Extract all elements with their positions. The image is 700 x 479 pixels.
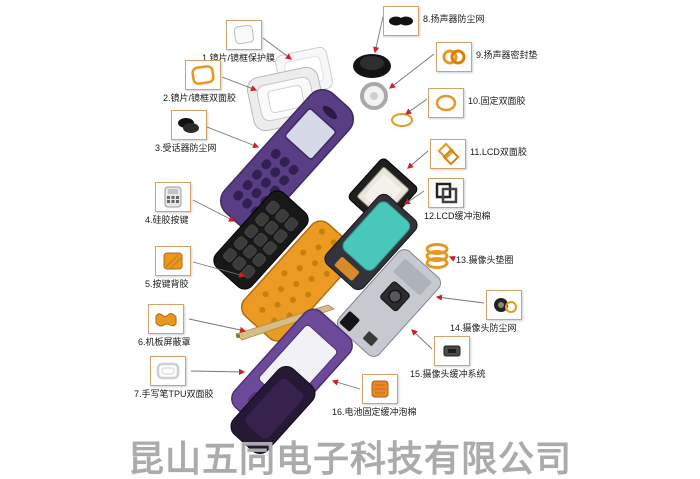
pcb-battery-part bbox=[324, 193, 418, 291]
part-label-5: 5.按键背胶 bbox=[145, 246, 191, 289]
camera-module-part bbox=[336, 249, 442, 357]
part-label-11: 11.LCD双面胶 bbox=[430, 139, 527, 169]
lens-frame-adhesive-icon bbox=[185, 60, 221, 90]
board-shield-icon bbox=[148, 304, 184, 334]
speaker-dust-mesh-icon bbox=[383, 6, 419, 36]
speaker-gasket-icon bbox=[436, 42, 472, 72]
camera-dust-mesh-icon bbox=[486, 290, 522, 320]
camera-gasket-part bbox=[425, 243, 449, 269]
stylus-tpu-adhesive-icon bbox=[150, 356, 186, 386]
silicone-keypad-icon bbox=[155, 182, 191, 212]
company-watermark: 昆山五同电子科技有限公司 bbox=[127, 438, 572, 479]
part-label-14: 14.摄像头防尘网 bbox=[450, 290, 522, 333]
part-label-9: 9.扬声器密封垫 bbox=[436, 42, 538, 72]
part-label-2: 2.镜片/镜框双面胶 bbox=[163, 60, 236, 103]
part-label-7: 7.手写笔TPU双面胶 bbox=[134, 356, 214, 399]
lcd-adhesive-icon bbox=[430, 139, 466, 169]
part-label-6: 6.机板屏蔽罩 bbox=[138, 304, 191, 347]
camera-buffer-icon bbox=[434, 336, 470, 366]
keypad-adhesive-icon bbox=[155, 246, 191, 276]
part-label-16: 16.电池固定缓冲泡棉 bbox=[332, 374, 417, 417]
part-label-10: 10.固定双面胶 bbox=[428, 88, 526, 118]
part-label-8: 8.扬声器防尘网 bbox=[383, 6, 485, 36]
part-label-1: 1.镜片/镜框保护膜 bbox=[202, 20, 275, 63]
back-cover-part bbox=[230, 365, 316, 455]
silicone-keypad-part bbox=[213, 190, 309, 290]
speaker-part bbox=[353, 54, 391, 110]
part-label-4: 4.硅胶按键 bbox=[145, 182, 191, 225]
battery-foam-icon bbox=[362, 374, 398, 404]
part-label-3: 3.受话器防尘网 bbox=[155, 110, 217, 153]
receiver-dust-mesh-icon bbox=[171, 110, 207, 140]
fixing-adhesive-icon bbox=[428, 88, 464, 118]
protective-film-icon bbox=[226, 20, 262, 50]
part-label-12: 12.LCD缓冲泡棉 bbox=[424, 178, 491, 221]
lcd-foam-icon bbox=[428, 178, 464, 208]
part-label-13: 13.摄像头垫圈 bbox=[456, 255, 514, 265]
fixing-adhesive-part bbox=[391, 113, 413, 127]
part-label-15: 15.摄像头缓冲系统 bbox=[410, 336, 486, 379]
leader-lines bbox=[188, 16, 485, 390]
